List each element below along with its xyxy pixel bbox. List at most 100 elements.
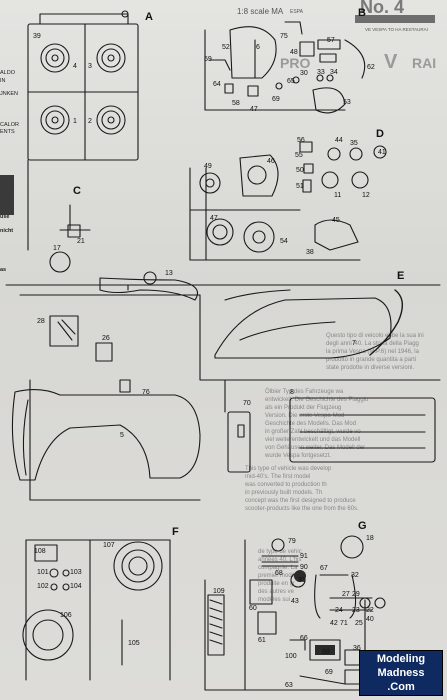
part-label: 27: [342, 591, 350, 598]
tire-107: [113, 541, 163, 591]
watermark-line: Madness: [377, 667, 425, 679]
part-label: 47: [250, 106, 258, 113]
part-label: 33: [317, 69, 325, 76]
part-label: 68: [275, 570, 283, 577]
sidebar-dark-block: [0, 175, 14, 215]
part-label: 1: [73, 118, 77, 125]
part-label: 25: [355, 620, 363, 627]
kit-number: No. 4: [360, 0, 405, 17]
part-label: 67: [320, 565, 328, 572]
part-label: 36: [353, 645, 361, 652]
part-label: 12: [362, 192, 370, 199]
part-48: [299, 41, 315, 57]
part-label: 44: [335, 137, 343, 144]
part-label: 91: [300, 553, 308, 560]
part-45: [314, 219, 359, 251]
part-label: 108: [34, 548, 46, 555]
sprue-frame-mid: [29, 379, 201, 501]
sidebar-text: ALDO: [0, 70, 15, 76]
top-tag: ESPA: [290, 9, 303, 15]
section-label-a: A: [145, 11, 153, 23]
part-label: 29: [352, 591, 360, 598]
part-label: 40: [366, 616, 374, 623]
watermark-logo: Modeling Madness .Com: [359, 650, 443, 696]
part-label: 63: [285, 682, 293, 689]
headlamp-housing-52: [229, 26, 277, 79]
part-70: [227, 411, 251, 473]
part-label: 79: [288, 538, 296, 545]
sidebar-text: as: [0, 267, 7, 273]
banner-dark-strip: [355, 15, 435, 23]
part-label: 66: [300, 635, 308, 642]
part-label: 18: [366, 535, 374, 542]
stand-32: [314, 574, 357, 619]
part-49: [199, 172, 221, 194]
part-label: 2: [88, 118, 92, 125]
part-label: 52: [222, 44, 230, 51]
part-label: 76: [142, 389, 150, 396]
part-label: 106: [60, 612, 72, 619]
sprue-frame-e: [199, 294, 441, 381]
sidebar-text: CALOR: [0, 122, 19, 128]
part-label: 69: [325, 669, 333, 676]
part-label: 90: [300, 564, 308, 571]
part-label: 39: [33, 33, 41, 40]
sprue-frame-g: [204, 539, 366, 691]
banner-mid: PRO: [280, 55, 311, 71]
part-label: 22: [366, 607, 374, 614]
part-label: 32: [351, 572, 359, 579]
part-21: [67, 224, 81, 238]
part-label: 102: [37, 583, 49, 590]
section-label-d: D: [376, 128, 384, 140]
spring-109: [207, 594, 225, 656]
part-26: [95, 342, 113, 362]
part-label: 34: [330, 69, 338, 76]
part-label: 26: [102, 335, 110, 342]
part-label: 100: [285, 653, 297, 660]
part-label: 65: [287, 78, 295, 85]
part-label: 103: [70, 569, 82, 576]
sprue-frame-f: [25, 539, 171, 681]
wheel-tire-3: [96, 43, 126, 73]
part-label: 23: [352, 607, 360, 614]
part-label: 60: [249, 605, 257, 612]
part-57: [317, 39, 341, 50]
part-label: 41: [378, 149, 386, 156]
part-label: 101: [37, 569, 49, 576]
part-label: 47: [210, 215, 218, 222]
part-68: [309, 639, 341, 661]
part-47-b: [247, 85, 259, 97]
part-label: 13: [165, 270, 173, 277]
part-label: 17: [53, 245, 61, 252]
part-label: 51: [296, 183, 304, 190]
section-label-b: B: [358, 7, 366, 19]
handlebar-13: [99, 277, 199, 301]
sidebar-text: nicht: [0, 228, 14, 234]
part-label: 104: [70, 583, 82, 590]
part-label: 61: [258, 637, 266, 644]
engine-cover-46: [239, 154, 279, 197]
part-label: 7: [352, 340, 356, 347]
part-label: 3: [88, 63, 92, 70]
part-label: 35: [350, 140, 358, 147]
part-60: [249, 579, 273, 605]
part-label: 109: [213, 588, 225, 595]
part-label: 28: [37, 318, 45, 325]
body-panel-5: [11, 389, 201, 481]
part-label: 64: [213, 81, 221, 88]
section-label-c: C: [73, 185, 81, 197]
wheel-tire-4: [40, 43, 70, 73]
part-53: [312, 87, 346, 114]
part-label: 31: [298, 577, 306, 584]
tire-106: [22, 609, 74, 661]
part-79: [271, 538, 285, 552]
part-62: [344, 39, 366, 79]
sprue-frame-b: [204, 29, 346, 111]
sidebar-text: JNKEN: [0, 91, 19, 97]
scale-label: 1:8 scale MA: [237, 8, 283, 16]
part-108: [34, 544, 58, 562]
watermark-line: .Com: [387, 681, 415, 693]
background-text-english: This type of vehicle was develop mid-40'…: [245, 466, 359, 512]
part-54: [243, 221, 275, 253]
